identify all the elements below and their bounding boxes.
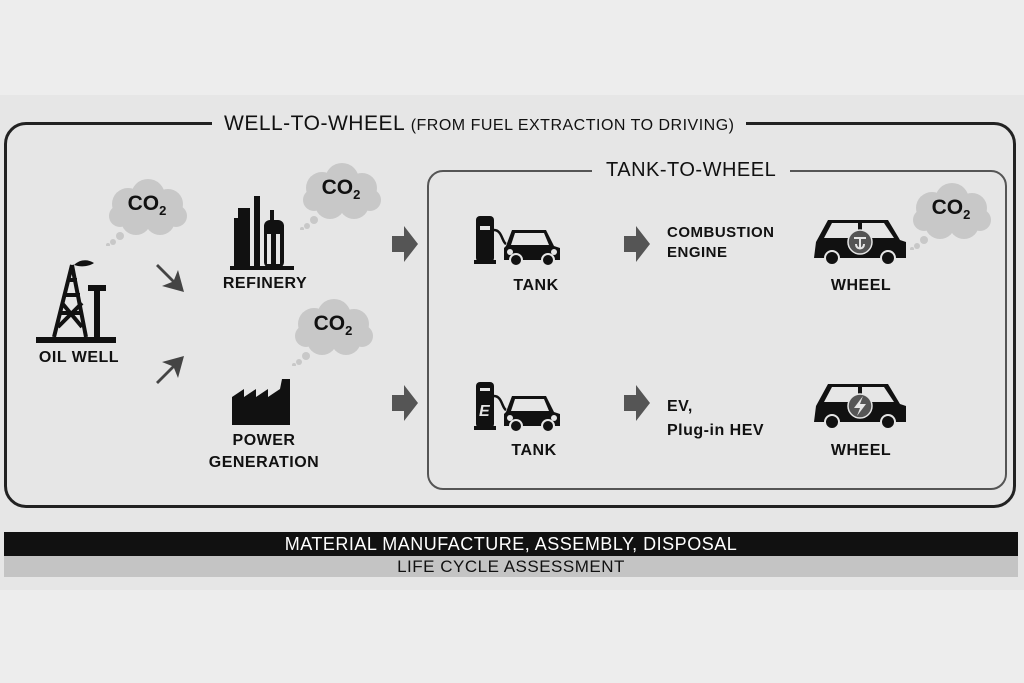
well-to-wheel-title-text: WELL-TO-WHEEL: [224, 112, 405, 135]
co2-label: CO2: [931, 196, 971, 223]
well-to-wheel-title: WELL-TO-WHEEL (FROM FUEL EXTRACTION TO D…: [212, 110, 747, 138]
ev-label: EV, Plug-in HEV: [667, 398, 765, 439]
oil-well-icon: [36, 260, 116, 343]
arrow-icon: [156, 356, 184, 384]
co2-cloud-power-generation: CO2: [292, 296, 374, 367]
co2-label: CO2: [321, 176, 361, 203]
tank-top-label: TANK: [513, 277, 559, 294]
fuel-pump-car-icon: [474, 216, 560, 267]
cloud-icon: [910, 183, 991, 251]
cloud-icon: [106, 179, 187, 247]
top-margin: [0, 0, 1024, 95]
co2-cloud-oil-well: CO2: [106, 176, 188, 247]
wheel-bottom-label: WHEEL: [830, 442, 892, 459]
power-generation-label: POWER GENERATION: [208, 432, 320, 471]
electric-car-icon: [814, 384, 906, 430]
life-cycle-assessment-bar: LIFE CYCLE ASSESSMENT: [4, 556, 1018, 577]
co2-label: CO2: [313, 312, 353, 339]
factory-icon: [232, 379, 290, 425]
tank-to-wheel-title: TANK-TO-WHEEL: [592, 157, 791, 183]
cloud-icon: [300, 163, 381, 231]
arrow-right-icon: [392, 385, 418, 421]
arrow-right-icon: [392, 226, 418, 262]
combustion-engine-label: COMBUSTION ENGINE: [667, 224, 775, 261]
co2-label: CO2: [127, 192, 167, 219]
arrow-right-icon: [624, 385, 650, 421]
tank-bottom-label: TANK: [511, 442, 557, 459]
arrow-icon: [156, 264, 184, 292]
charger-car-icon: E: [474, 382, 560, 433]
engine-car-icon: [814, 220, 906, 266]
refinery-icon: [230, 196, 294, 270]
oil-well-label: OIL WELL: [38, 349, 120, 366]
arrow-right-icon: [624, 226, 650, 262]
co2-cloud-wheel: CO2: [910, 180, 992, 251]
refinery-label: REFINERY: [222, 275, 308, 292]
cloud-icon: [292, 299, 373, 367]
co2-cloud-refinery: CO2: [300, 160, 382, 231]
svg-text:E: E: [479, 403, 491, 420]
well-to-wheel-subtitle: (FROM FUEL EXTRACTION TO DRIVING): [410, 117, 735, 134]
wheel-top-label: WHEEL: [830, 277, 892, 294]
material-lifecycle-bar: MATERIAL MANUFACTURE, ASSEMBLY, DISPOSAL: [4, 532, 1018, 556]
